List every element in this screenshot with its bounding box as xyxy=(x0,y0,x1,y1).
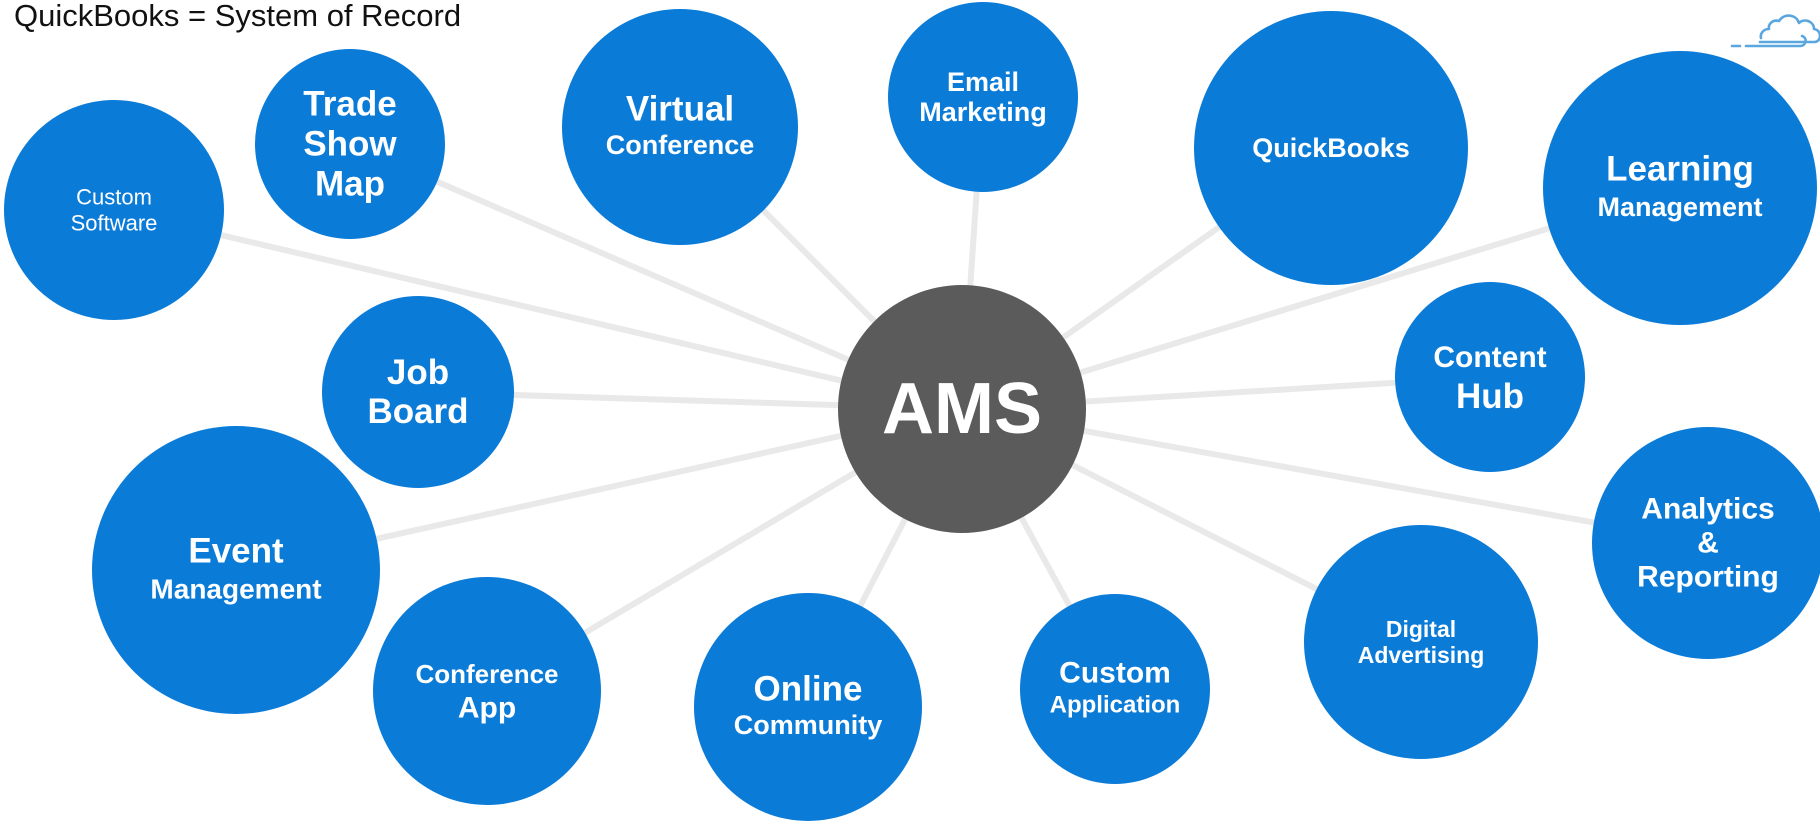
node-online-community-label: Online xyxy=(754,670,863,709)
node-custom-application-label: Custom xyxy=(1059,657,1171,690)
node-quickbooks-circle xyxy=(1194,11,1468,285)
node-learning-management-circle xyxy=(1543,51,1817,325)
node-trade-show-map-label: Map xyxy=(315,165,385,204)
node-online-community-circle xyxy=(694,593,922,821)
node-event-management-label: Management xyxy=(150,574,321,605)
node-analytics-reporting-circle xyxy=(1592,427,1820,659)
spoke-analytics-reporting xyxy=(959,406,1711,546)
node-online-community-label: Community xyxy=(734,710,883,740)
node-analytics-reporting-label: Analytics xyxy=(1641,493,1774,526)
node-virtual-conference-label: Conference xyxy=(606,130,755,160)
node-learning-management-label: Management xyxy=(1597,192,1762,222)
node-quickbooks-label: QuickBooks xyxy=(1252,133,1410,163)
spoke-custom-software xyxy=(111,207,965,412)
node-event-management-circle xyxy=(92,426,380,714)
node-learning-management-label: Learning xyxy=(1606,150,1754,189)
node-custom-software-label: Software xyxy=(71,211,158,236)
node-content-hub-label: Hub xyxy=(1456,377,1524,416)
node-digital-advertising-circle xyxy=(1304,525,1538,759)
node-email-marketing-label: Marketing xyxy=(919,97,1047,127)
node-virtual-conference-circle xyxy=(562,9,798,245)
node-analytics-reporting: Analytics&Reporting xyxy=(1592,427,1820,659)
node-digital-advertising-label: Advertising xyxy=(1358,642,1485,668)
node-custom-software-label: Custom xyxy=(76,185,152,210)
node-quickbooks: QuickBooks xyxy=(1194,11,1468,285)
cloud-icon xyxy=(1730,14,1820,48)
node-event-management-label: Event xyxy=(188,532,284,571)
node-virtual-conference-label: Virtual xyxy=(626,90,734,129)
nodes: CustomSoftwareTradeShowMapVirtualConfere… xyxy=(4,2,1820,821)
node-custom-software-circle xyxy=(4,100,224,320)
node-job-board-label: Job xyxy=(387,353,449,392)
node-custom-application-circle xyxy=(1020,594,1210,784)
node-analytics-reporting-label: Reporting xyxy=(1637,561,1779,594)
node-analytics-reporting-label: & xyxy=(1697,527,1719,560)
node-conference-app-label: App xyxy=(458,692,516,725)
node-trade-show-map-label: Show xyxy=(303,125,397,164)
node-custom-application-label: Application xyxy=(1050,692,1181,719)
node-job-board-label: Board xyxy=(367,392,468,431)
node-digital-advertising-label: Digital xyxy=(1386,616,1456,642)
node-content-hub-label: Content xyxy=(1433,341,1546,374)
node-conference-app-label: Conference xyxy=(415,659,558,689)
node-email-marketing-label: Email xyxy=(947,67,1019,97)
node-content-hub-circle xyxy=(1395,282,1585,472)
node-email-marketing-circle xyxy=(888,2,1078,192)
hub-ams-label: AMS xyxy=(882,369,1042,449)
caption: QuickBooks = System of Record xyxy=(14,0,462,33)
node-trade-show-map-circle xyxy=(255,49,445,239)
hub-ams: AMS xyxy=(838,285,1086,533)
node-job-board-circle xyxy=(322,296,514,488)
node-conference-app-circle xyxy=(373,577,601,805)
hub-ams-circle xyxy=(838,285,1086,533)
node-trade-show-map-label: Trade xyxy=(303,85,396,124)
